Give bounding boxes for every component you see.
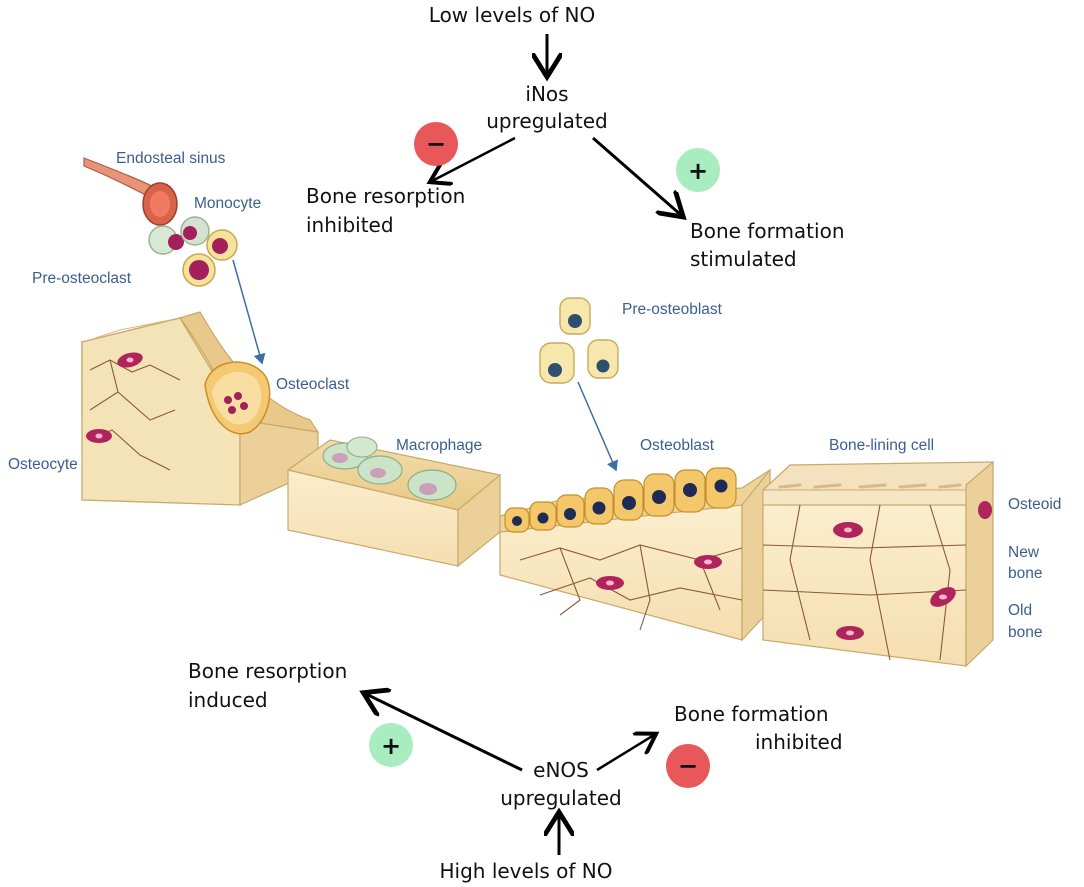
endosteal-sinus-vessel <box>83 157 178 226</box>
bottom-flow: Bone resorption induced Bone formation i… <box>188 659 843 883</box>
inos-label: iNos <box>525 82 568 106</box>
monocyte-cells <box>148 216 238 287</box>
minus-badge-bottom: − <box>666 744 710 788</box>
svg-text:−: − <box>426 130 446 158</box>
plus-badge-bottom: + <box>369 723 413 767</box>
label-pre-osteoclast: Pre-osteoclast <box>32 270 132 287</box>
label-new-bone-1: New <box>1008 544 1040 561</box>
svg-text:−: − <box>678 752 698 780</box>
label-osteoid: Osteoid <box>1008 496 1061 513</box>
formation-stimulated-line1: Bone formation <box>690 219 845 243</box>
label-old-bone-1: Old <box>1008 602 1032 619</box>
high-no-label: High levels of NO <box>440 859 613 883</box>
low-no-label: Low levels of NO <box>429 3 595 27</box>
arrow-enos-to-resorption <box>366 694 523 772</box>
formation-stimulated-line2: stimulated <box>690 247 797 271</box>
resorption-induced-line1: Bone resorption <box>188 659 347 683</box>
enos-upregulated-label: upregulated <box>500 786 621 810</box>
label-osteoclast: Osteoclast <box>276 376 350 393</box>
svg-text:+: + <box>688 157 708 185</box>
top-flow: Low levels of NO iNos upregulated − + Bo… <box>306 3 845 271</box>
label-bone-lining-cell: Bone-lining cell <box>829 437 934 454</box>
resorption-inhibited-line1: Bone resorption <box>306 184 465 208</box>
arrow-inos-to-formation <box>592 136 681 215</box>
bone-block-macrophage <box>286 436 502 568</box>
bone-block-osteoclast <box>80 311 320 507</box>
label-osteoblast: Osteoblast <box>640 437 715 454</box>
cell-labels: Endosteal sinus Monocyte Pre-osteoclast … <box>8 150 1061 641</box>
label-old-bone-2: bone <box>1008 624 1042 641</box>
label-monocyte: Monocyte <box>194 195 261 212</box>
plus-badge-top: + <box>676 148 720 192</box>
resorption-induced-line2: induced <box>188 688 268 712</box>
arrow-inos-to-resorption <box>432 136 516 181</box>
formation-inhibited-line1: Bone formation <box>674 702 829 726</box>
resorption-inhibited-line2: inhibited <box>306 213 394 237</box>
svg-text:+: + <box>381 732 401 760</box>
label-new-bone-2: bone <box>1008 565 1042 582</box>
arrow-preosteoclast-to-osteoclast <box>232 259 266 365</box>
label-macrophage: Macrophage <box>396 437 482 454</box>
arrow-preosteoblast-to-osteoblast <box>577 381 618 472</box>
label-osteocyte: Osteocyte <box>8 456 78 473</box>
arrow-enos-to-formation <box>596 735 654 772</box>
label-endosteal-sinus: Endosteal sinus <box>116 150 226 167</box>
bone-block-osteoblast <box>499 467 771 642</box>
label-pre-osteoblast: Pre-osteoblast <box>622 301 723 318</box>
minus-badge-top: − <box>414 122 458 166</box>
pre-osteoblast-cells <box>539 297 619 384</box>
formation-inhibited-line2: inhibited <box>755 730 843 754</box>
enos-label: eNOS <box>533 758 589 782</box>
inos-upregulated-label: upregulated <box>486 109 607 133</box>
bone-block-lining <box>762 460 994 668</box>
bone-illustration <box>80 157 994 668</box>
